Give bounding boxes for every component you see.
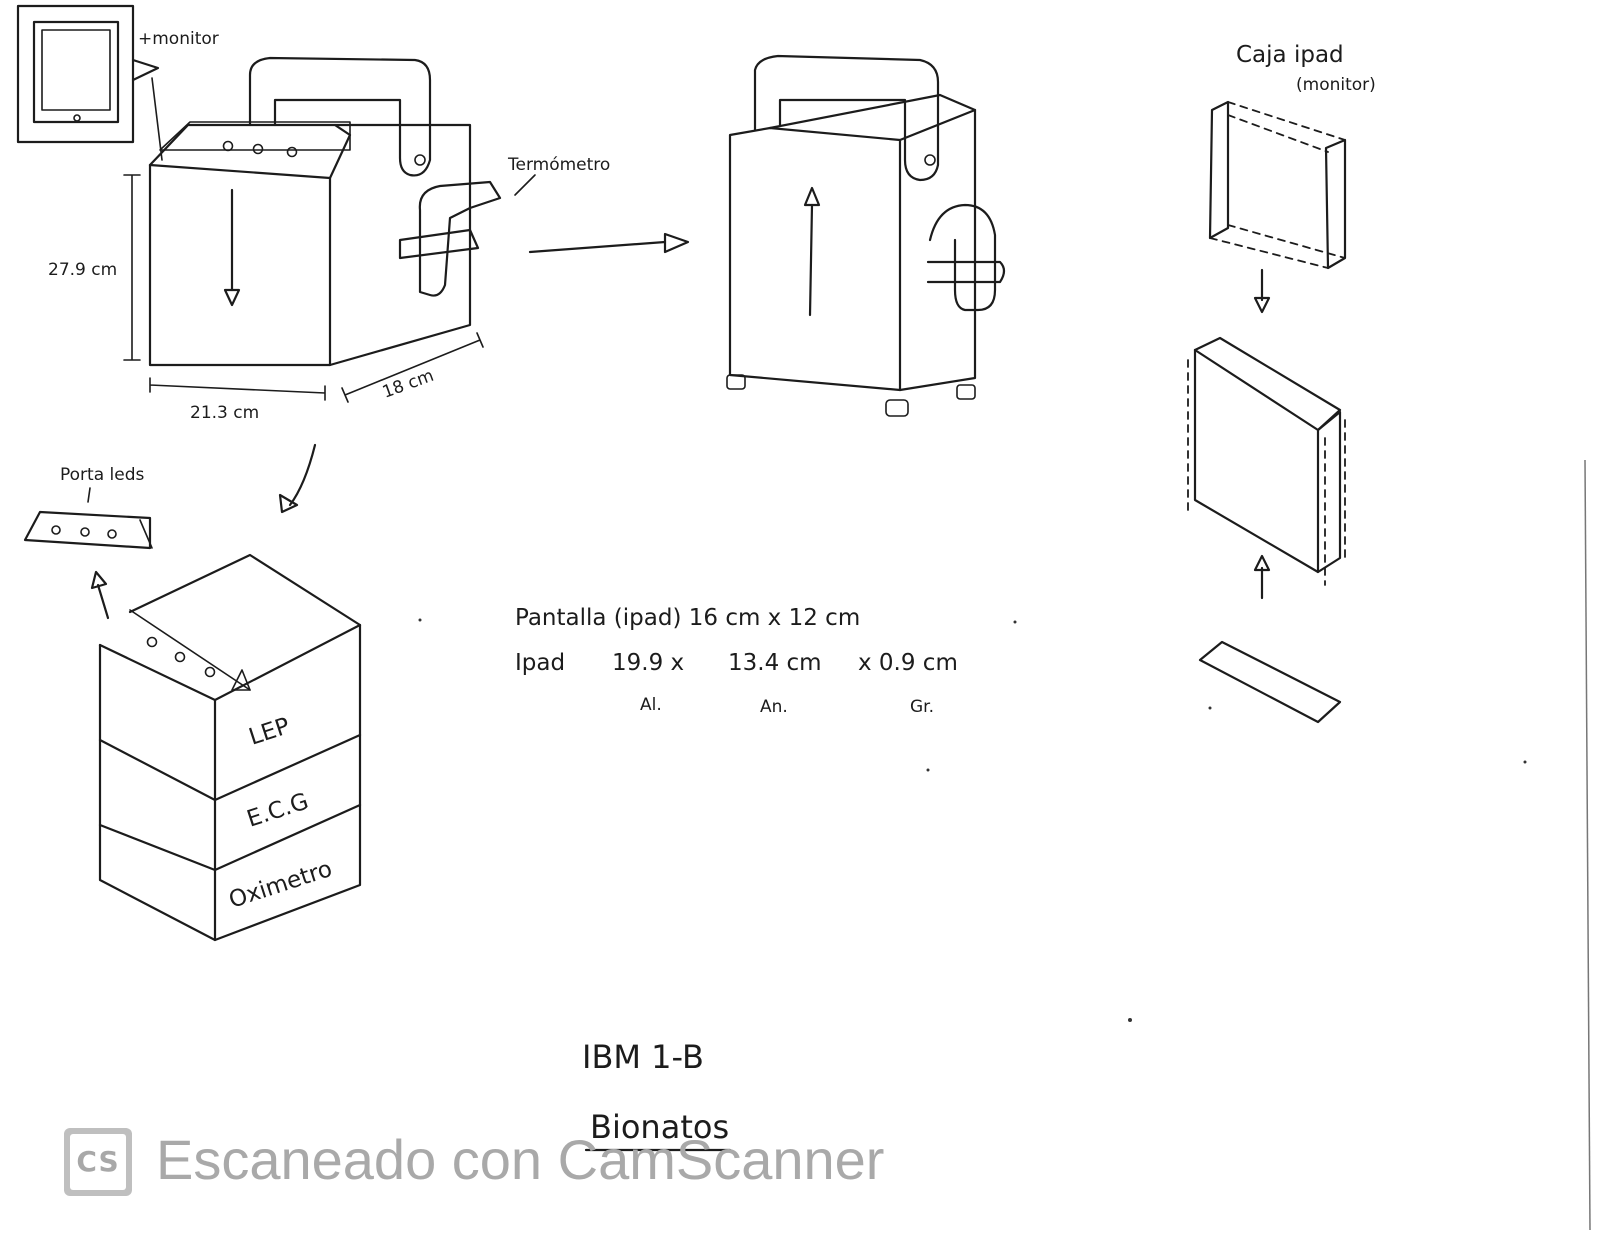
camscanner-watermark: Escaneado con CamScanner [156, 1128, 885, 1191]
team-name: Bionatos [590, 1108, 729, 1146]
leds-holder-piece [23, 510, 152, 550]
monitor-pointer-arrow [151, 77, 163, 161]
ipad-box-subtitle: (monitor) [1296, 75, 1376, 95]
box-front-face [148, 163, 332, 367]
width-dimension: 21.3 cm [190, 403, 259, 423]
footer: IBM 1-B Bionatos [582, 1038, 732, 1152]
handle-outline [248, 56, 432, 177]
device-front-view: +monitor Termómetro 27.9 cm 21.3 cm [16, 4, 690, 514]
module-label-lep: LEP [246, 713, 293, 751]
specs-height-label: Al. [640, 695, 662, 715]
monitor-tablet-icon [16, 4, 160, 144]
specs-ipad-label: Ipad [515, 650, 565, 676]
module-label-oximeter: Oximetro [226, 856, 336, 914]
depth-dimension: 18 cm [380, 366, 437, 403]
box-side-face [328, 123, 472, 367]
box-top-face [148, 123, 352, 180]
camscanner-logo-icon: CS [64, 1128, 132, 1196]
specs-width-label: An. [760, 697, 788, 717]
ipad-box-view: Caja ipad (monitor) [1187, 42, 1376, 724]
group-label: IBM 1-B [582, 1038, 704, 1076]
thermometer-label: Termómetro [507, 155, 610, 175]
height-dimension: 27.9 cm [48, 260, 117, 280]
device-back-view [726, 54, 1006, 417]
specs-screen-size: Pantalla (ipad) 16 cm x 12 cm [515, 605, 860, 631]
specs-thickness-value: x 0.9 cm [858, 650, 958, 676]
ipad-box-title: Caja ipad [1236, 42, 1344, 68]
ipad-specs: Pantalla (ipad) 16 cm x 12 cm Ipad 19.9 … [515, 605, 958, 717]
thermometer-holder [398, 180, 502, 297]
specs-height-value: 19.9 x [612, 650, 684, 676]
device-exploded-view: Porta leds LEP E.C.G Oximetro [23, 465, 362, 942]
leds-holder-label: Porta leds [60, 465, 144, 485]
specs-thickness-label: Gr. [910, 697, 934, 717]
specs-width-value: 13.4 cm [728, 650, 822, 676]
module-label-ecg: E.C.G [244, 788, 312, 832]
monitor-label: +monitor [138, 29, 219, 49]
